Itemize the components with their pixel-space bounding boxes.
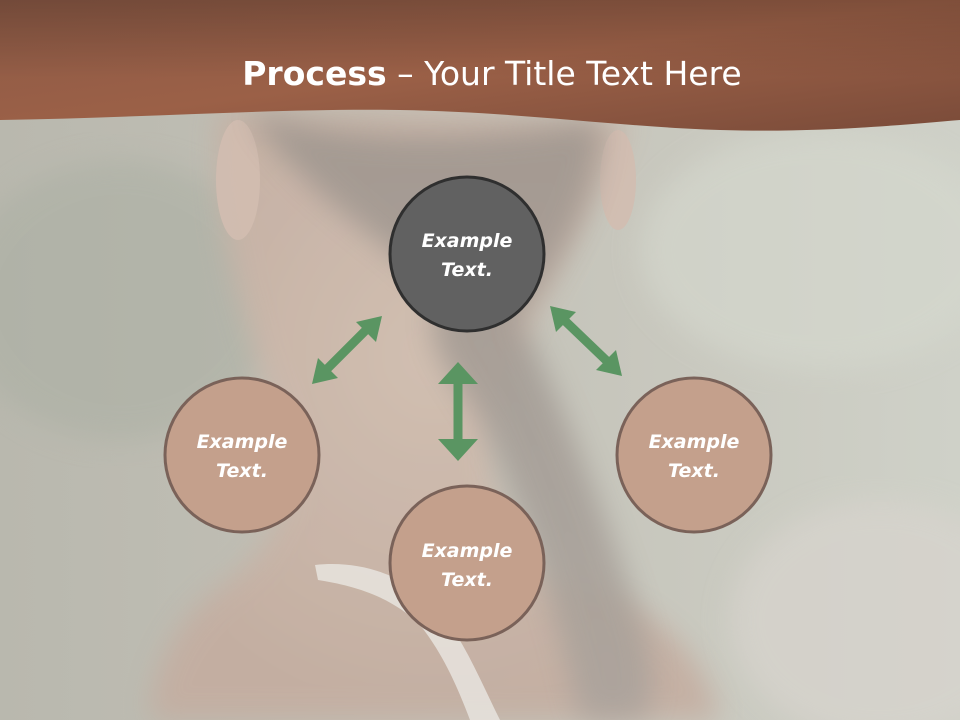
slide-title: Process – Your Title Text Here <box>0 52 960 96</box>
node-center-line2: Text. <box>441 259 493 281</box>
arrow-top-left <box>312 316 382 384</box>
arrow-top-right <box>550 306 622 376</box>
node-center: Example Text. <box>388 175 546 333</box>
header-band <box>0 0 960 131</box>
node-bottom: Example Text. <box>388 484 546 642</box>
node-center-line1: Example <box>422 230 513 252</box>
node-left-line2: Text. <box>216 460 268 482</box>
node-left: Example Text. <box>163 376 321 534</box>
title-bold: Process <box>242 54 387 93</box>
node-left-line1: Example <box>197 431 288 453</box>
arrow-vertical <box>438 362 478 461</box>
title-rest: – Your Title Text Here <box>386 54 742 93</box>
node-right-line1: Example <box>649 431 740 453</box>
node-bottom-line1: Example <box>422 540 513 562</box>
node-right: Example Text. <box>615 376 773 534</box>
node-right-line2: Text. <box>668 460 720 482</box>
node-bottom-line2: Text. <box>441 569 493 591</box>
